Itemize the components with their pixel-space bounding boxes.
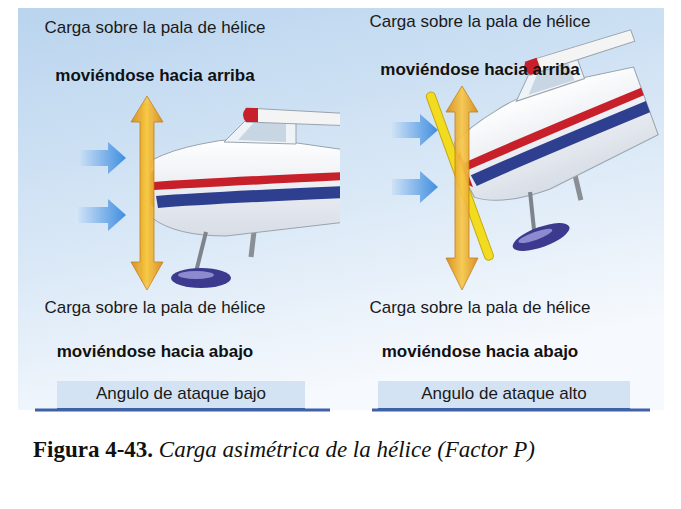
load-direction-label: moviéndose hacia arriba <box>15 66 295 86</box>
load-label: Carga sobre la pala de hélice <box>350 12 610 32</box>
load-direction-label: moviéndose hacia abajo <box>15 342 295 362</box>
box-text: Angulo de ataque alto <box>421 384 586 403</box>
load-label: Carga sobre la pala de hélice <box>350 298 610 318</box>
box-text: Angulo de ataque bajo <box>96 384 266 403</box>
load-direction-label: moviéndose hacia abajo <box>340 342 620 362</box>
load-label: Carga sobre la pala de hélice <box>25 18 285 38</box>
load-direction-label: moviéndose hacia arriba <box>340 60 620 80</box>
load-label: Carga sobre la pala de hélice <box>25 298 285 318</box>
angle-of-attack-box: Angulo de ataque bajo <box>57 381 305 411</box>
figure-number: Figura 4-43. <box>33 437 153 462</box>
angle-of-attack-box: Angulo de ataque alto <box>378 381 630 411</box>
figure-caption: Carga asimétrica de la hélice (Factor P) <box>159 437 535 462</box>
caption-block: Figura 4-43. Carga asimétrica de la héli… <box>33 436 648 464</box>
